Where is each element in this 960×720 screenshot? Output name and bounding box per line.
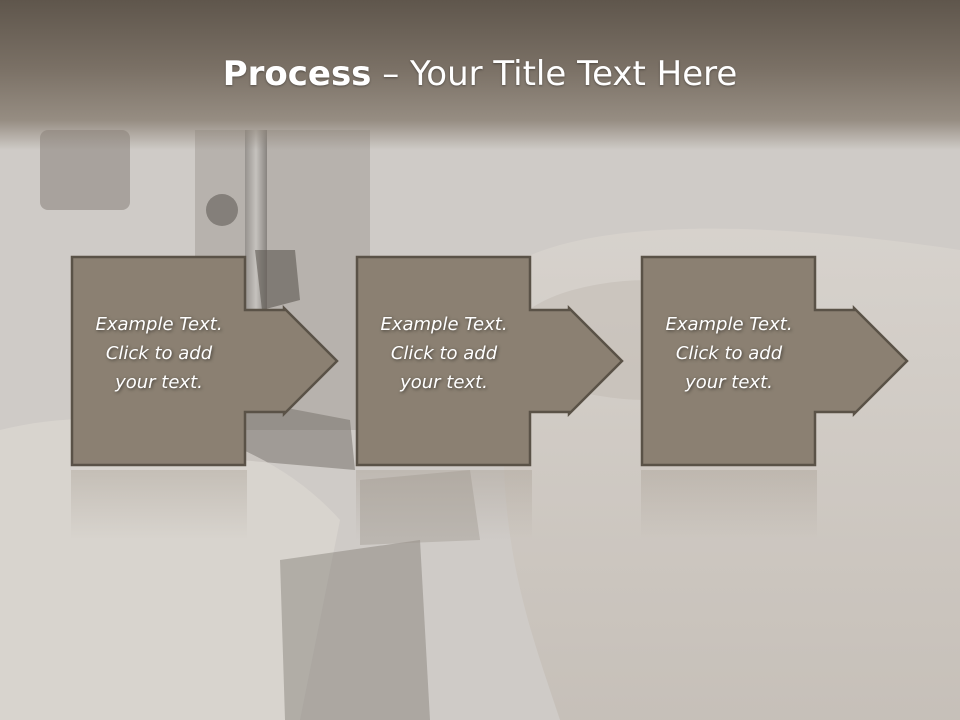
process-step-2[interactable]: Example Text. Click to add your text. (355, 255, 696, 468)
process-step-3[interactable]: Example Text. Click to add your text. (640, 255, 960, 468)
title-band (0, 0, 960, 150)
step-text[interactable]: Example Text. Click to add your text. (665, 314, 793, 393)
title-rest: – Your Title Text Here (371, 54, 738, 94)
slide-title[interactable]: Process – Your Title Text Here (0, 50, 960, 98)
arrow-box-shape (70, 255, 339, 467)
step-reflection (356, 470, 532, 540)
process-step-1[interactable]: Example Text. Click to add your text. (70, 255, 411, 468)
arrow-box-shape (640, 255, 909, 467)
step-text[interactable]: Example Text. Click to add your text. (380, 314, 508, 393)
arrow-box-shape (355, 255, 624, 467)
title-bold: Process (222, 54, 372, 94)
step-reflection (71, 470, 247, 540)
step-text[interactable]: Example Text. Click to add your text. (95, 314, 223, 393)
step-reflection (641, 470, 817, 540)
